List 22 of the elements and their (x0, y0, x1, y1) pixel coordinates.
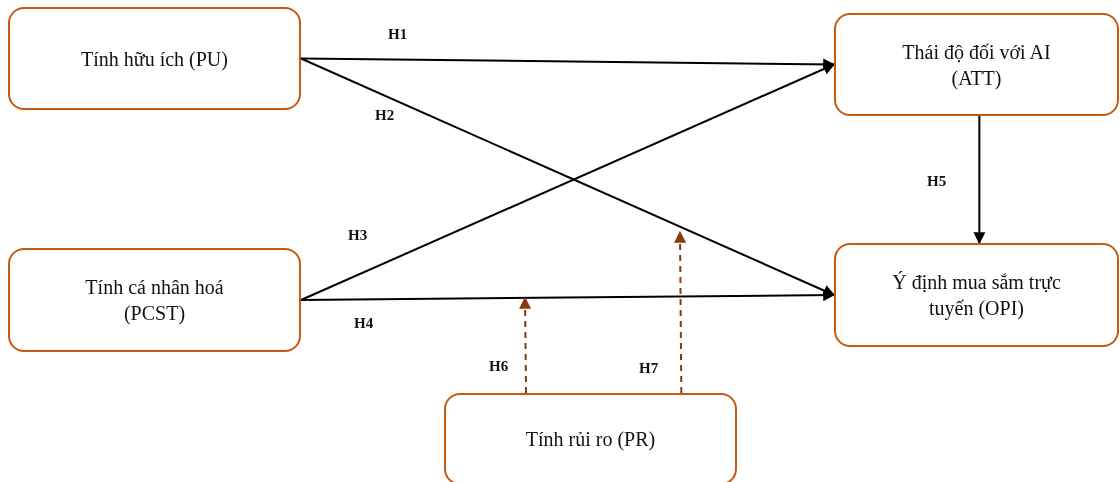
edge-label: H2 (375, 107, 395, 124)
edge-label: H1 (388, 26, 408, 43)
process-box (834, 13, 1119, 116)
process-box (444, 393, 737, 482)
edge-label: H6 (489, 358, 509, 375)
box-label: Tính rủi ro (PR) (525, 427, 656, 452)
arrow (973, 115, 986, 245)
edge-label: H3 (348, 227, 368, 244)
box-label: Tính hữu ích (PU) (81, 46, 228, 72)
process-box (834, 243, 1119, 347)
edge-label: H4 (354, 315, 374, 332)
edge-label: H5 (927, 173, 947, 190)
process-box (8, 248, 301, 352)
dashed-arrow (674, 230, 687, 394)
arrow (300, 289, 836, 302)
edge-label: H7 (639, 360, 659, 377)
box-label: Ý định mua sắm trực tuyến (OPI) (891, 270, 1062, 321)
dashed-arrow (519, 296, 532, 394)
arrow (300, 57, 836, 71)
box-label: Tính cá nhân hoá (PCST) (84, 275, 225, 326)
box-label: Thái độ đối với AI (ATT) (901, 39, 1052, 91)
process-box (8, 7, 301, 110)
